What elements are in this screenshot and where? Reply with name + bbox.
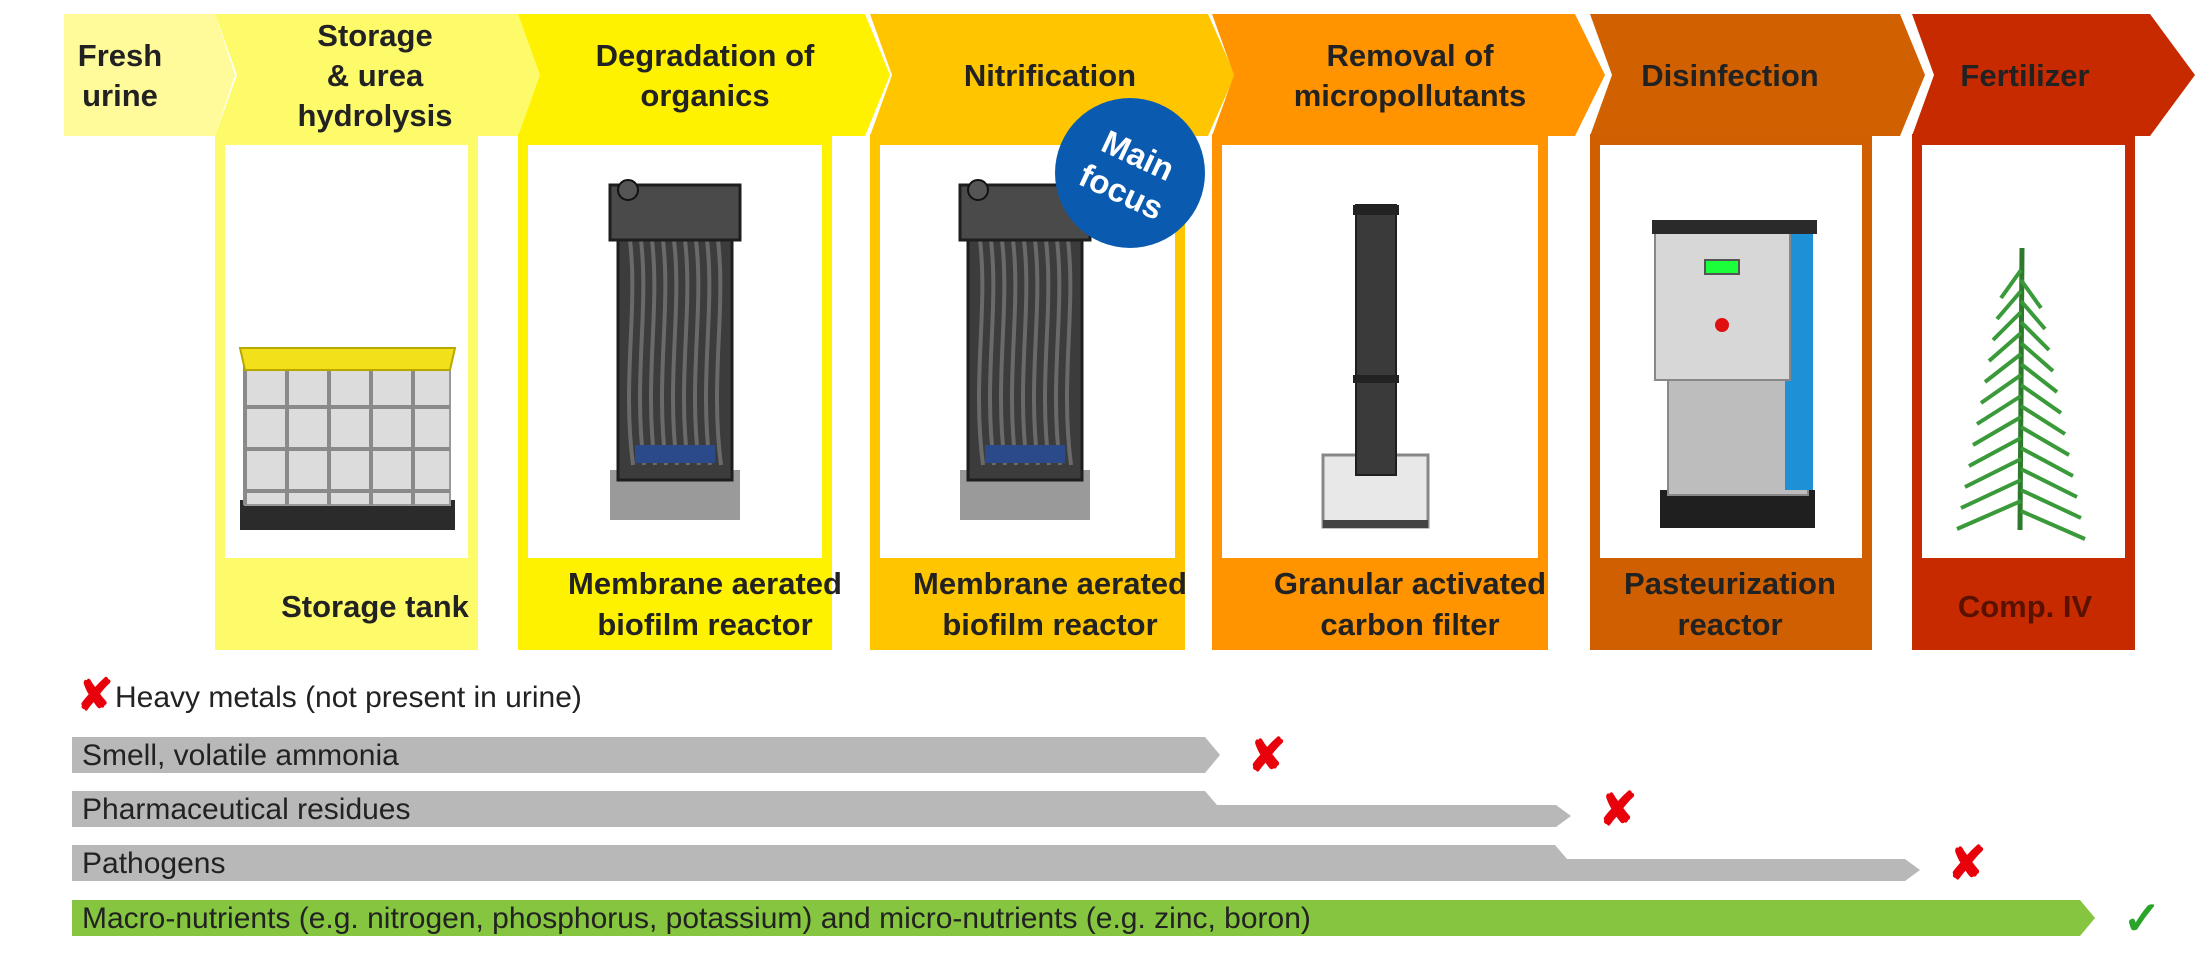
stage-title-line: Disinfection [1641,58,1818,93]
stage-arrow [1590,14,1925,136]
stage-label-line: biofilm reactor [597,607,812,642]
bar-label: Smell, volatile ammonia [82,739,399,772]
stage-label: Storage tank [281,589,470,624]
stage-label: Membrane aerated biofilm reactor [568,566,842,642]
bar-shape [72,737,1220,773]
pasteurization-reactor-icon [1652,220,1817,528]
stage-title: Degradation of organics [596,38,815,113]
stage-arrow [1212,14,1605,136]
stage-label-line: biofilm reactor [942,607,1157,642]
attribute-bar-2: Pharmaceutical residues ✘ [72,783,1637,835]
cross-icon: ✘ [1948,837,1987,889]
carbon-filter-icon [1321,204,1430,529]
stage-title-line: Degradation of [596,38,815,73]
stage-label: Granular activated carbon filter [1274,566,1546,642]
stage-label-line: Storage tank [281,589,470,624]
stage-title: Fertilizer [1960,58,2089,93]
stage-title: Removal of micropollutants [1294,38,1527,113]
attribute-bar-4: Macro-nutrients (e.g. nitrogen, phosphor… [72,892,2161,944]
bar-shape [72,900,2095,936]
membrane-reactor-icon [608,179,742,520]
stage-label-line: Pasteurization [1624,566,1836,601]
stage-arrow [64,14,235,136]
stage-arrow [518,14,890,136]
stage-title-line: & urea [327,58,424,93]
stage-1: Fresh urine [64,14,235,136]
stage-label-line: Comp. IV [1958,589,2093,624]
stage-label: Membrane aerated biofilm reactor [913,566,1187,642]
plant-icon [1956,247,2086,541]
stage-label-line: Membrane aerated [568,566,842,601]
check-icon: ✓ [2123,892,2162,944]
stage-title-line: organics [640,78,769,113]
stage-title-line: Fertilizer [1960,58,2089,93]
bar-shape [72,791,1571,827]
stage-label-line: reactor [1677,607,1782,642]
heavy-metals-row: ✘Heavy metals (not present in urine) [77,671,582,720]
heavy-metals-text: Heavy metals (not present in urine) [115,681,582,714]
bar-shape [72,845,1920,881]
stage-arrow [215,14,540,136]
bar-label: Macro-nutrients (e.g. nitrogen, phosphor… [82,902,1311,935]
stage-label: Pasteurization reactor [1624,566,1836,642]
ibc-tank-icon [238,347,457,530]
stage-arrow [1912,14,2195,136]
stage-title: Storage & urea hydrolysis [297,18,452,133]
stage-title-line: Storage [317,18,432,53]
stage-title: Disinfection [1641,58,1818,93]
stage-title-line: Removal of [1326,38,1494,73]
cross-icon: ✘ [1599,783,1638,835]
heavy-metals-cross-icon: ✘ [77,671,114,720]
stage-title: Fresh urine [78,38,162,113]
bar-label: Pathogens [82,847,225,880]
cross-icon: ✘ [1248,729,1287,781]
bar-label: Pharmaceutical residues [82,793,411,826]
stage-title-line: Nitrification [964,58,1136,93]
stage-label-line: carbon filter [1320,607,1499,642]
stage-label-line: Granular activated [1274,566,1546,601]
stage-title-line: urine [82,78,158,113]
badge-circle [1055,98,1205,248]
stage-title-line: micropollutants [1294,78,1527,113]
attribute-bar-3: Pathogens ✘ [72,837,1986,889]
bars-layer: ✘Heavy metals (not present in urine)Smel… [72,671,2161,944]
stage-title-line: hydrolysis [297,98,452,133]
membrane-reactor-icon [958,179,1092,520]
stage-label: Comp. IV [1958,589,2093,624]
stage-label-line: Membrane aerated [913,566,1187,601]
attribute-bar-1: Smell, volatile ammonia ✘ [72,729,1286,781]
stage-title-line: Fresh [78,38,162,73]
stage-title: Nitrification [964,58,1136,93]
